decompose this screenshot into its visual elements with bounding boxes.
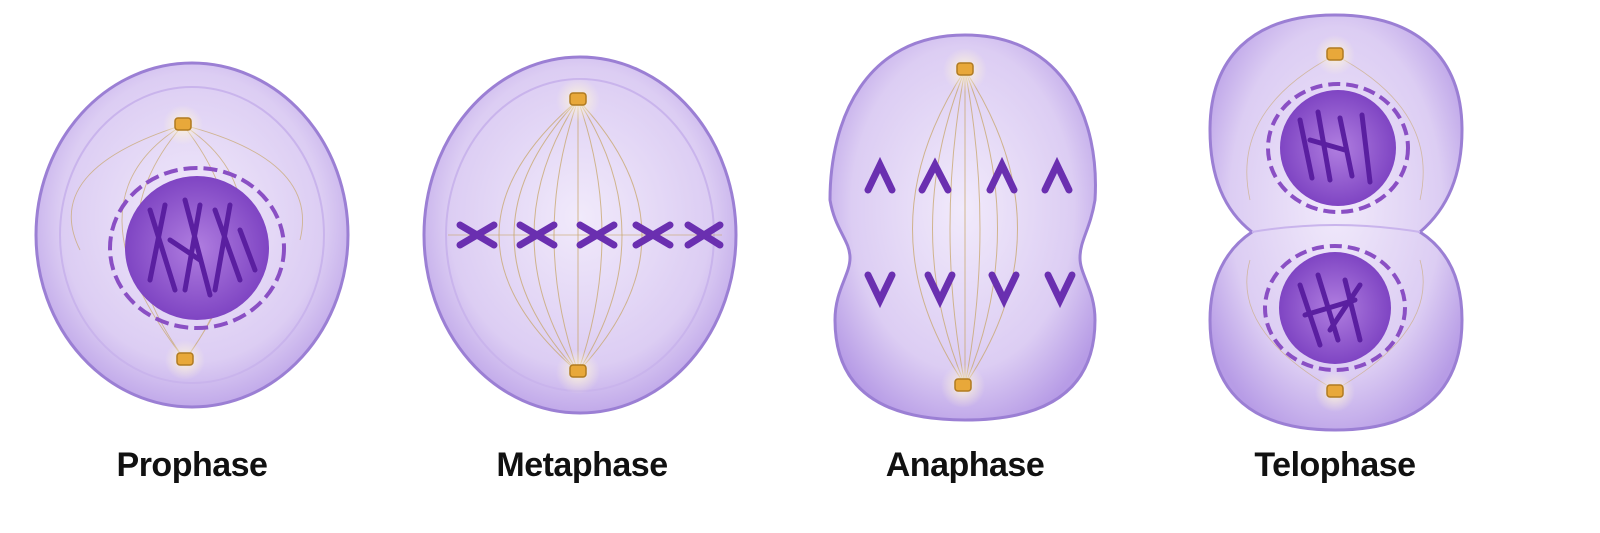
cell-icon <box>828 33 1097 422</box>
centrosome-icon <box>941 364 985 408</box>
chromosome-icon <box>864 156 1076 309</box>
centrosome-icon <box>943 48 987 92</box>
cell-icon <box>1208 13 1464 432</box>
nuclear-envelope <box>1263 244 1407 372</box>
centrosome-icon <box>556 350 600 394</box>
prophase-label: Prophase <box>116 446 268 484</box>
cell-membrane-inner <box>59 86 325 384</box>
metaphase-label: Metaphase <box>496 446 668 484</box>
chromosome-icon <box>147 197 258 298</box>
metaphase-cell <box>422 55 738 415</box>
telophase-cell <box>1208 13 1464 432</box>
prophase-cell <box>34 61 350 409</box>
nuclear-envelope <box>1266 82 1410 214</box>
spindle-fiber-icon <box>912 69 1018 386</box>
telophase-label: Telophase <box>1254 446 1416 484</box>
centrosome-icon <box>1315 372 1355 412</box>
anaphase-label: Anaphase <box>885 446 1045 484</box>
anaphase-cell <box>828 33 1097 422</box>
centrosome-icon <box>165 340 205 380</box>
chromosome-icon <box>456 221 724 249</box>
centrosome-icon <box>163 105 203 145</box>
nuclear-envelope <box>108 166 286 330</box>
chromosome-icon <box>1297 109 1373 185</box>
centrosome-icon <box>1315 35 1355 75</box>
spindle-fiber-icon <box>1246 54 1424 391</box>
cleavage-furrow <box>1251 224 1421 233</box>
centrosome-icon <box>556 78 600 122</box>
chromosome-icon <box>1297 272 1363 348</box>
